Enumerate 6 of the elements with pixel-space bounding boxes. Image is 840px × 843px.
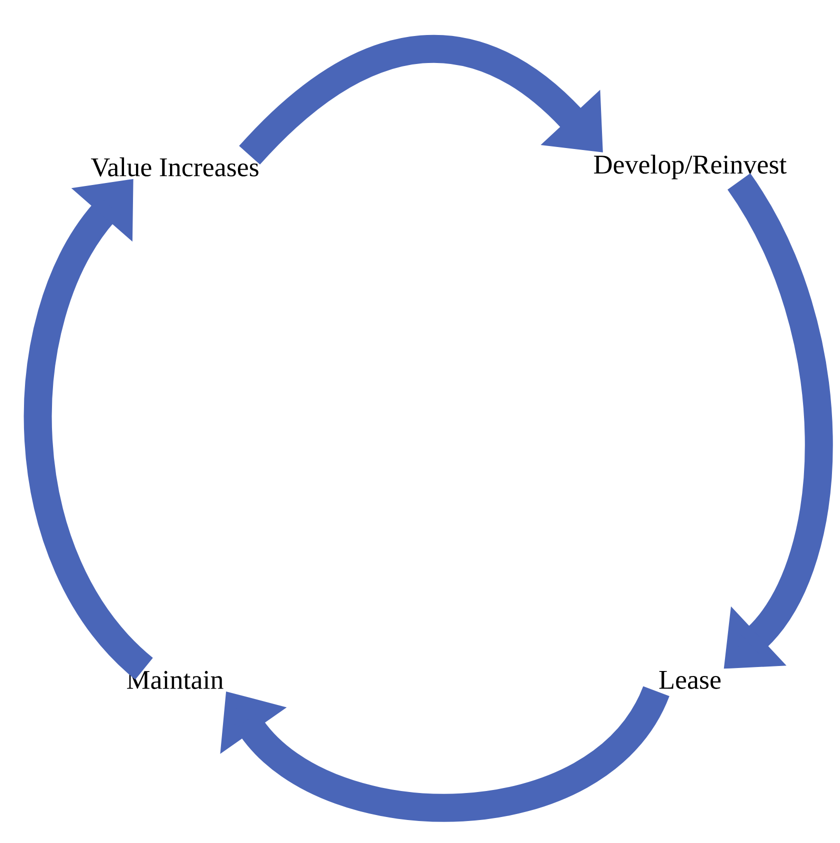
step-label: Develop/Reinvest	[594, 154, 787, 180]
step-label: Value Increases	[90, 157, 258, 177]
step-label: Lease	[659, 671, 721, 689]
step-label: Maintain	[127, 670, 224, 690]
curved-arrow	[239, 35, 603, 165]
curved-arrow	[220, 684, 669, 822]
